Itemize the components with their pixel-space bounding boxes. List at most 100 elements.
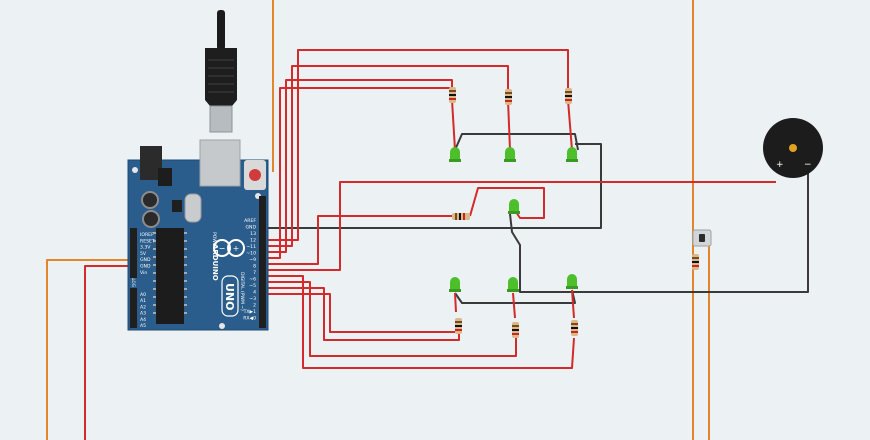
wire-red-r2-led2[interactable] (507, 99, 511, 151)
arduino-logo-left (213, 239, 231, 257)
uno-badge (221, 275, 239, 317)
resistor-button[interactable] (692, 254, 699, 270)
analog-header-label: ANALOG IN (131, 270, 136, 292)
arduino-uno-board[interactable]: − + ARDUINO UNO DIGITAL (PWM ~) POWER AN… (127, 139, 269, 331)
leds (449, 147, 578, 292)
analog-pin-label-0: A0 (140, 292, 146, 298)
wire-red-pin4[interactable] (260, 293, 459, 333)
resistor-bottom-1[interactable] (455, 318, 462, 334)
piezo-buzzer[interactable]: + − (763, 118, 823, 178)
analog-pin-label-3: A3 (140, 311, 146, 317)
digital-header (259, 196, 266, 328)
resistor-bottom-2[interactable] (512, 322, 519, 338)
buzzer-minus-label: − (804, 160, 812, 170)
led-middle[interactable] (508, 199, 520, 214)
digital-pin-label-4: ~11 (246, 244, 256, 250)
led-bottom-2[interactable] (507, 277, 519, 292)
board-brand: ARDUINO (211, 244, 219, 281)
analog-pin-label-4: A4 (140, 317, 146, 323)
power-pin-label-3: 5V (140, 251, 147, 257)
wire-red-r6-led6[interactable] (571, 289, 575, 319)
mount-hole-1 (132, 167, 138, 173)
wire-red-buzzer[interactable] (260, 181, 776, 271)
digital-pin-label-12: ~3 (249, 296, 256, 302)
digital-header-label: DIGITAL (PWM ~) (239, 272, 245, 311)
digital-pin-label-6: ~9 (249, 257, 256, 263)
wire-red-pin9[interactable] (260, 215, 452, 265)
wire-red-pin11[interactable] (260, 79, 453, 253)
power-jack (140, 146, 162, 180)
crystal (184, 193, 202, 223)
analog-header (130, 288, 137, 328)
digital-pin-label-13: 2 (253, 303, 256, 309)
led-top-2[interactable] (504, 147, 516, 162)
analog-pin-label-1: A1 (140, 298, 146, 304)
led-bottom-1[interactable] (449, 277, 461, 292)
capacitor-1 (141, 191, 159, 209)
digital-pin-label-9: ~6 (249, 277, 256, 283)
power-pin-label-2: 3.3V (140, 245, 151, 251)
wire-red-pin12[interactable] (260, 65, 509, 247)
power-header-label: POWER (211, 232, 217, 249)
wire-red-pin10[interactable] (260, 87, 452, 259)
digital-pin-label-2: 13 (250, 231, 256, 237)
power-pin-label-1: RESET (140, 238, 155, 244)
digital-pin-label-11: 4 (253, 290, 256, 296)
digital-pin-label-3: 12 (250, 238, 256, 244)
power-wires (46, 0, 710, 440)
digital-pin-label-5: ~10 (246, 251, 256, 257)
wire-red-pin13[interactable] (260, 49, 569, 241)
wire-red-pin7[interactable] (260, 275, 575, 369)
wire-gray-buzzer-gnd[interactable] (509, 168, 809, 293)
signal-wires (84, 49, 776, 440)
resistor-top-2[interactable] (505, 89, 512, 105)
wire-red-pin5[interactable] (260, 287, 460, 341)
digital-pin-label-14: TX▶1 (243, 309, 256, 315)
resistor-middle[interactable] (452, 213, 470, 220)
digital-pin-label-0: AREF (244, 218, 256, 224)
power-pin-label-0: IOREF (140, 232, 154, 238)
analog-pin-label-5: A5 (140, 323, 146, 329)
led-bottom-3[interactable] (566, 274, 578, 289)
voltage-regulator (158, 168, 172, 186)
usb-port (199, 139, 241, 187)
wire-red-gnd-left[interactable] (84, 265, 134, 440)
logo-plus: + (233, 244, 240, 253)
led-top-3[interactable] (566, 147, 578, 162)
board-model: UNO (223, 283, 236, 311)
wire-gray-top-leds[interactable] (454, 133, 579, 151)
wire-gray-gnd-main[interactable] (264, 143, 602, 229)
wire-red-r5-led5[interactable] (512, 292, 516, 319)
digital-pin-label-15: RX◀0 (243, 316, 256, 322)
resistor-top-1[interactable] (449, 87, 456, 103)
usb-cord (217, 10, 225, 50)
push-button-cap[interactable] (699, 234, 705, 242)
wire-orange-5v[interactable] (46, 259, 134, 440)
analog-pin-label-2: A2 (140, 304, 146, 310)
atmega-pins (153, 232, 187, 314)
wire-red-r4-led4[interactable] (454, 292, 457, 313)
wire-red-r3-led3[interactable] (567, 99, 573, 151)
wire-red-center-loop[interactable] (469, 187, 545, 219)
ground-wires (264, 133, 809, 304)
led-top-1[interactable] (449, 147, 461, 162)
push-button[interactable] (692, 229, 712, 247)
reset-button[interactable] (249, 169, 261, 181)
digital-pin-label-1: GND (245, 225, 256, 231)
buzzer-plus-label: + (776, 160, 784, 170)
usb-plug-grip (208, 59, 234, 93)
capacitor-2 (142, 210, 160, 228)
wire-red-r1-led1[interactable] (451, 99, 456, 151)
usb-plug-housing (205, 48, 237, 106)
digital-pin-label-8: 7 (253, 270, 256, 276)
wire-gray-bottom-leds[interactable] (454, 289, 576, 304)
wire-red-pin6[interactable] (260, 281, 517, 357)
power-pin-label-6: Vin (140, 270, 147, 276)
usb-cable (205, 10, 237, 133)
resistor-top-3[interactable] (565, 88, 572, 104)
small-ic (172, 200, 182, 212)
resistor-bottom-3[interactable] (571, 320, 578, 336)
